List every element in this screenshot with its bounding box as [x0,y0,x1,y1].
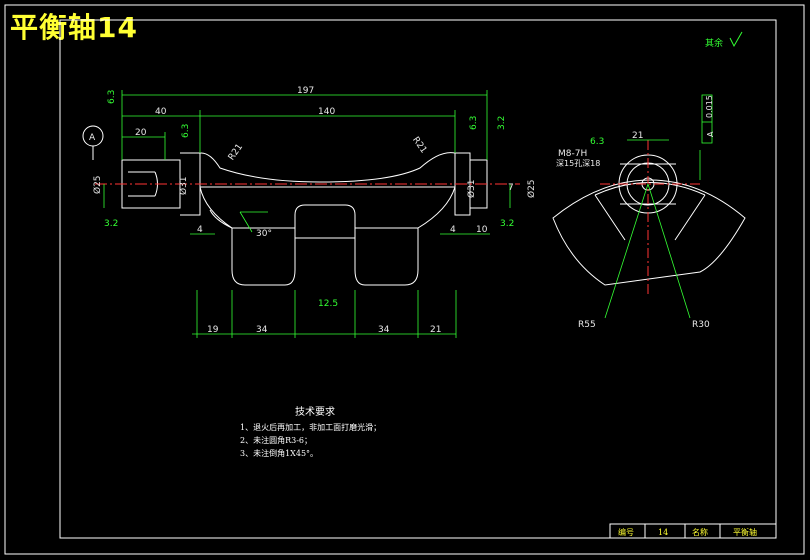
tech-item-3: 3、未注倒角1X45°。 [240,448,318,458]
dim-overall-length: 197 [297,86,314,96]
dim-diameter-right: Ø31 [466,179,477,198]
roughness-mark-left-shaft: 3.2 [104,219,118,229]
title-block-name-value: 平衡轴 [733,527,757,537]
dim-radius-large: R55 [578,320,596,330]
title-block-code-label: 编号 [618,527,634,537]
roughness-mark-end-view: 6.3 [590,137,604,147]
dim-slot: 7 [508,183,514,193]
dim-step-right: 4 [450,225,456,235]
roughness-mark-top: 6.3 [107,90,117,104]
roughness-mark-right-side: 3.2 [500,219,514,229]
tech-item-2: 2、未注圆角R3-6； [240,435,312,445]
dim-radius-right: R21 [410,135,428,155]
dim-seg1: 19 [207,325,219,335]
end-view [552,154,746,286]
dim-seg2: 34 [256,325,268,335]
dim-seg3: 34 [378,325,390,335]
tolerance-value: 0.015 [705,95,714,118]
dim-step-right2: 10 [476,225,488,235]
title-block [609,523,777,539]
roughness-mark-left-boss: 6.3 [181,124,191,138]
roughness-mark-bottom: 12.5 [318,299,338,309]
dim-seg4: 21 [430,325,441,335]
title-block-name-label: 名称 [692,527,708,537]
dim-radius-left: R21 [227,142,245,162]
dim-radius-small: R30 [692,320,710,330]
tech-item-1: 1、退火后再加工，非加工面打磨光滑； [240,422,381,432]
dim-hole-note: 深15孔深18 [556,159,600,168]
roughness-mark-right-shaft: 3.2 [497,116,507,130]
dim-left-shaft: 40 [155,107,167,117]
dim-step-left: 4 [197,225,203,235]
dim-diameter-left: Ø31 [178,176,189,195]
tolerance-datum: A [706,131,715,137]
dim-right-width: 21 [632,131,643,141]
tolerance-frame [701,94,713,144]
dim-thread: M8-7H [558,149,587,159]
outer-frame [4,4,805,555]
dim-shaft-left: Ø25 [92,175,103,194]
roughness-mark-right-boss: 6.3 [469,116,479,130]
dim-left-end: 20 [135,128,147,138]
roughness-other-label: 其余 [705,37,723,49]
tech-heading: 技术要求 [295,405,335,418]
dim-middle-length: 140 [318,107,335,117]
dim-angle: 30° [256,229,272,239]
front-view [121,152,488,286]
drawing-title: 平衡轴14 [10,11,138,44]
inner-frame [59,19,777,539]
dim-shaft-right: Ø25 [526,179,537,198]
title-block-code-value: 14 [658,528,668,537]
roughness-other-symbol [729,31,743,48]
datum-label: A [89,133,96,143]
